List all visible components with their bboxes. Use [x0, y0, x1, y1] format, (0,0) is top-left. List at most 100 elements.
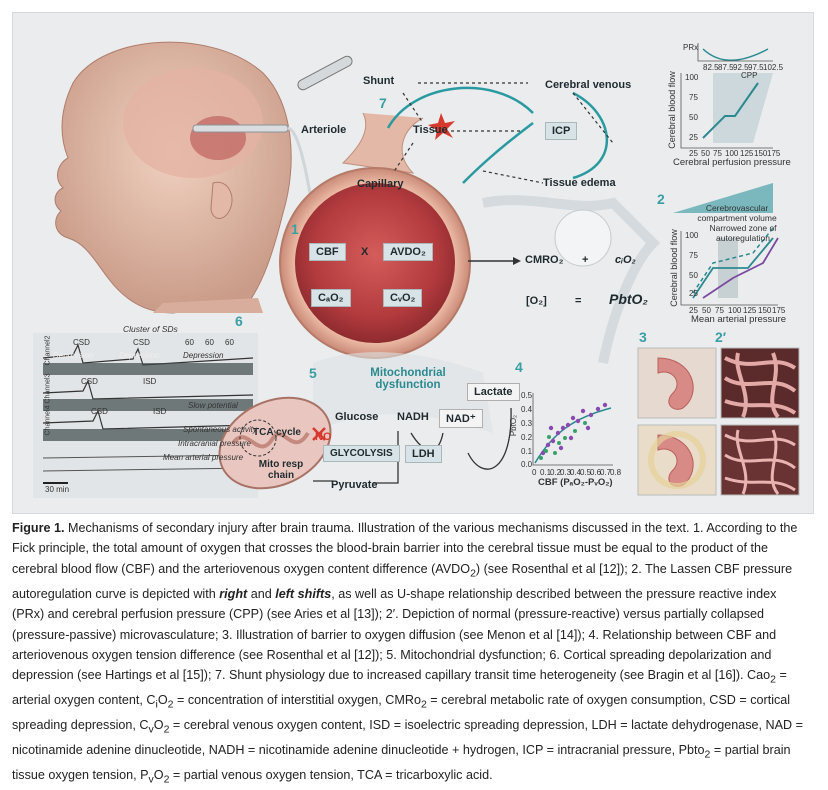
panel1-prx-label: PRx: [683, 43, 699, 52]
scatter-points: [540, 402, 608, 456]
panel6-tick-2: 60: [225, 338, 234, 347]
node-plus: +: [582, 254, 589, 266]
teal-arrow-2: [462, 122, 534, 184]
panel1-ytick-1: 75: [689, 93, 698, 102]
caption-text-7: = concentration of interstitial oxygen, …: [173, 693, 421, 708]
brain-region: [123, 68, 263, 178]
panel6-icp: Intracranial pressure: [178, 439, 251, 448]
caption-text-1: Mechanisms of secondary injury after bra…: [12, 521, 798, 576]
node-times: X: [361, 246, 369, 258]
number-6: 6: [235, 313, 243, 329]
trace-map: [42, 467, 254, 472]
caption-text-13: = partial venous oxygen tension, TCA = t…: [169, 768, 493, 783]
panel2-xtick-5: 150: [758, 306, 772, 315]
panel1-xtick-6: 175: [767, 149, 781, 158]
panel4-xtick-1: 0.1: [540, 468, 552, 477]
panel6-channel-4: Channel4: [44, 405, 52, 436]
caption-sub-v: v: [148, 723, 154, 736]
panel2-xtick-0: 25: [689, 306, 698, 315]
caption-text-12: O: [153, 768, 164, 783]
node-no: NO: [315, 431, 332, 443]
caption-text-8: = cerebral metabolic rate of oxygen cons…: [12, 693, 791, 733]
caption-sub-4: 2: [420, 698, 427, 711]
dotted-arrows: [392, 82, 614, 184]
caption-sub-2: 2: [770, 673, 776, 686]
arteriole-vessel: [341, 112, 424, 174]
panel1-ylabel: Cerebral blood flow: [666, 71, 677, 149]
panel6-csd-3: CSD: [81, 377, 98, 386]
panel4-xtick-4: 0.4: [570, 468, 582, 477]
illustration-graphics: [33, 41, 800, 498]
node-capillary: Capillary: [357, 178, 404, 190]
panel4-xtick-0: 0: [532, 468, 537, 477]
node-tissue: Tissue: [413, 124, 448, 136]
panel2-xtick-4: 125: [743, 306, 757, 315]
prx-curve: [702, 48, 769, 61]
cbf-axis: [680, 73, 773, 149]
panel2-chart: [673, 183, 779, 306]
edema-bubble: [554, 209, 612, 267]
node-cmro2: CMRO₂: [525, 254, 564, 266]
node-glycolysis: GLYCOLYSIS: [323, 445, 400, 462]
trace-3: [42, 409, 254, 430]
fit-curve: [534, 407, 612, 464]
trace-icp: [42, 454, 254, 459]
caption-text-5: = arterial oxygen content, C: [12, 668, 787, 708]
node-cvo2: CᵥO₂: [383, 289, 423, 307]
node-nadh: NADH: [397, 411, 429, 423]
node-cio2: cᵢO₂: [615, 254, 636, 266]
panel6-time: 30 min: [45, 485, 70, 494]
caption-sub-1: 2: [470, 567, 476, 580]
teal-arrow-3: [572, 91, 609, 180]
ear: [210, 181, 233, 219]
node-nad-plus: NAD⁺: [439, 409, 483, 428]
panel1-cpp-label: CPP: [741, 71, 758, 80]
prx-axis: [697, 43, 773, 62]
equation-arrowhead: [513, 257, 521, 265]
panel1-xtick-4: 125: [740, 149, 754, 158]
panel6-csd-1: CSD: [73, 338, 90, 347]
panel2-xtick-1: 50: [702, 306, 711, 315]
panel6-slow: Slow potential: [188, 401, 238, 410]
panel2-ylabel: Cerebral blood flow: [668, 229, 679, 307]
panel1-cpp-tick-3: 97.5: [748, 63, 764, 72]
panel1-cpp-tick-1: 87.5: [718, 63, 734, 72]
curve-normal: [692, 237, 774, 299]
caption-figure-label: Figure 1.: [12, 521, 65, 535]
neck: [153, 298, 263, 313]
trace-1-fill: [43, 363, 253, 375]
panel2-ytick-3: 25: [689, 289, 698, 298]
panel2-ytick-1: 75: [689, 251, 698, 260]
panel4-ytick-2: 0.3: [521, 419, 533, 428]
panel4-xtick-7: 0.7: [600, 468, 612, 477]
scatter-points-2: [539, 421, 587, 460]
panel6-depression-3: Depression: [183, 351, 224, 360]
panel6-traces: [33, 333, 258, 498]
panel4-xlabel: CBF (PₐO₂-PᵥO₂): [538, 477, 613, 488]
panel4-ylabel: PbtO₂: [509, 414, 519, 437]
panel6-map: Mean arterial pressure: [163, 453, 244, 462]
mitochondrion: [218, 396, 332, 490]
panel4-ytick-3: 0.2: [521, 433, 533, 442]
panel1-cpp-tick-0: 82.5: [703, 63, 719, 72]
number-2: 2: [657, 191, 665, 207]
panel1-ytick-0: 100: [685, 73, 699, 82]
panel4-xtick-8: 0.8: [610, 468, 622, 477]
panel6-isd-1: ISD: [143, 377, 157, 386]
node-icp: ICP: [545, 122, 578, 140]
node-arteriole: Arteriole: [301, 124, 347, 136]
caption-sub-3: 2: [167, 698, 174, 711]
panel1-ytick-3: 25: [689, 133, 698, 142]
tissue-membrane: [482, 195, 661, 364]
caption-text-2: ) (see Rosenthal et al [12]); 2. The Las…: [12, 561, 793, 601]
panel6-depression-2: Depression: [119, 351, 160, 360]
panel6-spontaneous: Spontaneous activity: [183, 425, 257, 434]
panel2-xlabel: Mean arterial pressure: [691, 314, 787, 325]
node-tissue-edema: Tissue edema: [543, 177, 616, 189]
number-1: 1: [291, 221, 299, 237]
panel1-xtick-0: 25: [689, 149, 698, 158]
damage-star: [428, 113, 455, 140]
panel4-ytick-4: 0.1: [521, 447, 533, 456]
panel6-channel-3: Channel3: [44, 373, 52, 404]
caption-left-shifts: left shifts: [275, 586, 332, 601]
